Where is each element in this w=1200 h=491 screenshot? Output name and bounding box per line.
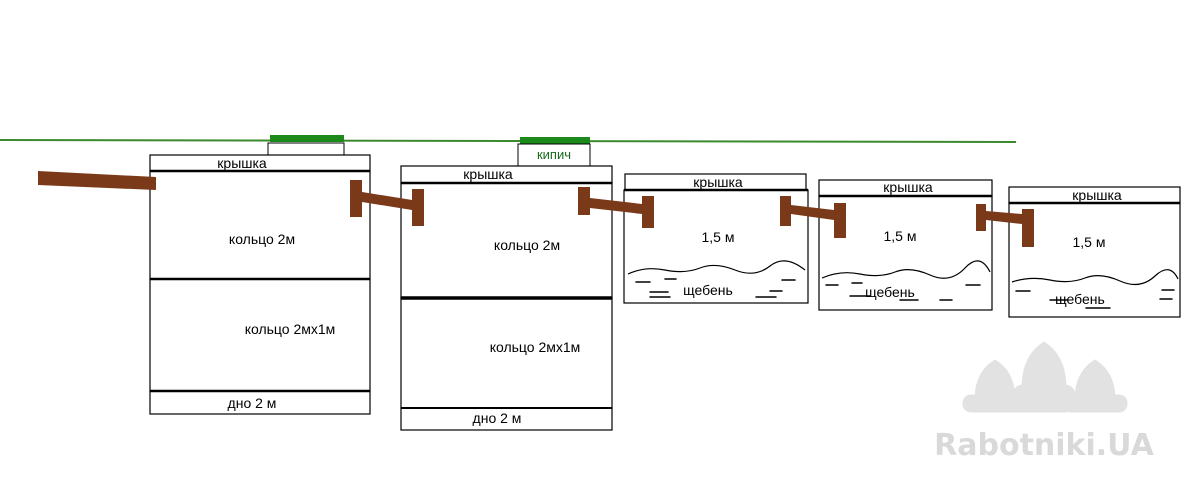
well-2-ring-top	[400, 182, 613, 299]
pipe-1-2	[350, 180, 424, 226]
hatch-cover-2	[520, 137, 590, 144]
filter-1-gravel-line	[627, 260, 806, 275]
ground-line	[0, 139, 1017, 143]
hatch-frame-1	[267, 142, 345, 156]
inlet-pipe	[38, 171, 156, 190]
filter-2: крышка 1,5 м щебень	[818, 179, 993, 311]
filter-1-body	[623, 189, 809, 304]
well-2-ring-top-label: кольцо 2м	[494, 237, 560, 253]
filter-2-lid-label: крышка	[883, 179, 933, 195]
pipe-f2-f3	[976, 204, 1034, 247]
filter-3-depth-label: 1,5 м	[1073, 234, 1106, 250]
filter-2-gravel-line	[821, 260, 991, 279]
well-2-lid-label: крышка	[463, 166, 513, 182]
filter-1-gravel-label: щебень	[683, 282, 733, 298]
filter-3-gravel-line	[1011, 269, 1179, 286]
well-1-lid-label: крышка	[217, 155, 267, 171]
worker-icon	[1012, 341, 1076, 413]
well-1-ring-bottom-label: кольцо 2мх1м	[245, 321, 336, 337]
watermark-text: Rabotniki.UA	[934, 428, 1154, 463]
filter-3-body	[1008, 202, 1181, 318]
pipes	[38, 171, 1034, 247]
hatch-cover-1	[270, 135, 344, 142]
filter-1-depth-label: 1,5 м	[702, 229, 735, 245]
filter-3: крышка 1,5 м щебень	[1008, 186, 1181, 318]
well-1-bottom-label: дно 2 м	[228, 395, 277, 411]
filter-2-gravel-label: щебень	[865, 284, 915, 300]
filter-2-depth-label: 1,5 м	[884, 228, 917, 244]
well-2: крышка кольцо 2м кольцо 2мх1м дно 2 м	[400, 165, 613, 431]
pipe-f1-f2	[780, 196, 846, 238]
well-2-bottom-label: дно 2 м	[473, 410, 522, 426]
brick-label: кипич	[537, 147, 571, 162]
well-1-ring-top-label: кольцо 2м	[229, 231, 295, 247]
filter-3-gravel-label: щебень	[1055, 291, 1105, 307]
worker-icon	[962, 359, 1028, 413]
filter-3-lid-label: крышка	[1072, 187, 1122, 203]
well-1: крышка кольцо 2м кольцо 2мх1м дно 2 м	[149, 154, 371, 415]
pipe-2-f1	[578, 187, 654, 228]
filter-1: крышка 1,5 м щебень	[623, 173, 809, 304]
well-2-ring-bottom-label: кольцо 2мх1м	[490, 339, 581, 355]
well-1-ring-top	[149, 170, 371, 280]
well-2-ring-bottom	[400, 297, 613, 409]
watermark: Rabotniki.UA	[934, 341, 1155, 463]
filter-2-body	[818, 195, 993, 311]
filter-1-lid-label: крышка	[693, 174, 743, 190]
worker-icon	[1062, 359, 1128, 413]
